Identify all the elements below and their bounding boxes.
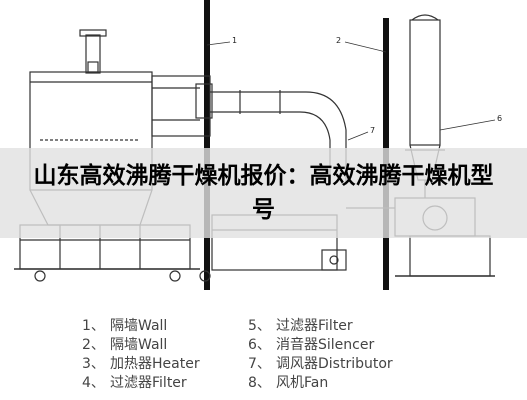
legend-number: 7、 — [248, 356, 271, 372]
legend-label: 隔墙Wall — [110, 318, 168, 334]
wall-1 — [204, 0, 210, 290]
callout-6: 6 — [497, 114, 503, 123]
legend-item: 8、 风机Fan — [248, 373, 393, 391]
legend-label: 调风器Distributor — [276, 356, 393, 372]
legend-number: 2、 — [82, 337, 105, 353]
legend-item: 5、 过滤器Filter — [248, 316, 393, 334]
legend-item: 7、 调风器Distributor — [248, 354, 393, 372]
callout-leader-2 — [344, 41, 387, 53]
callout-leader-6 — [439, 119, 496, 131]
legend-column-left: 1、 隔墙Wall 2、 隔墙Wall 3、 加热器Heater 4、 过滤器F… — [82, 316, 200, 391]
legend-item: 3、 加热器Heater — [82, 354, 200, 372]
exhaust-stack — [79, 29, 107, 74]
legend-label: 消音器Silencer — [276, 337, 375, 353]
legend-number: 4、 — [82, 375, 105, 391]
legend-item: 2、 隔墙Wall — [82, 335, 200, 353]
legend-number: 3、 — [82, 356, 105, 372]
legend-number: 6、 — [248, 337, 271, 353]
legend-item: 4、 过滤器Filter — [82, 373, 200, 391]
legend-label: 加热器Heater — [110, 356, 200, 372]
title-banner: 山东高效沸腾干燥机报价：高效沸腾干燥机型号 — [0, 148, 527, 238]
legend-label: 过滤器Filter — [276, 318, 353, 334]
legend-label: 隔墙Wall — [110, 337, 168, 353]
legend-label: 风机Fan — [276, 375, 329, 391]
callout-2: 2 — [336, 36, 342, 45]
legend-number: 1、 — [82, 318, 105, 334]
page-title: 山东高效沸腾干燥机报价：高效沸腾干燥机型号 — [33, 163, 494, 223]
callout-7: 7 — [370, 126, 376, 135]
air-duct — [195, 83, 347, 185]
legend-number: 8、 — [248, 375, 271, 391]
callout-1: 1 — [232, 36, 238, 45]
legend-column-right: 5、 过滤器Filter 6、 消音器Silencer 7、 调风器Distri… — [248, 316, 393, 391]
legend-item: 1、 隔墙Wall — [82, 316, 200, 334]
legend-item: 6、 消音器Silencer — [248, 335, 393, 353]
legend: 1、 隔墙Wall 2、 隔墙Wall 3、 加热器Heater 4、 过滤器F… — [82, 316, 522, 396]
callout-leader-1 — [206, 41, 231, 46]
legend-label: 过滤器Filter — [110, 375, 187, 391]
callout-leader-7 — [347, 131, 369, 141]
legend-number: 5、 — [248, 318, 271, 334]
